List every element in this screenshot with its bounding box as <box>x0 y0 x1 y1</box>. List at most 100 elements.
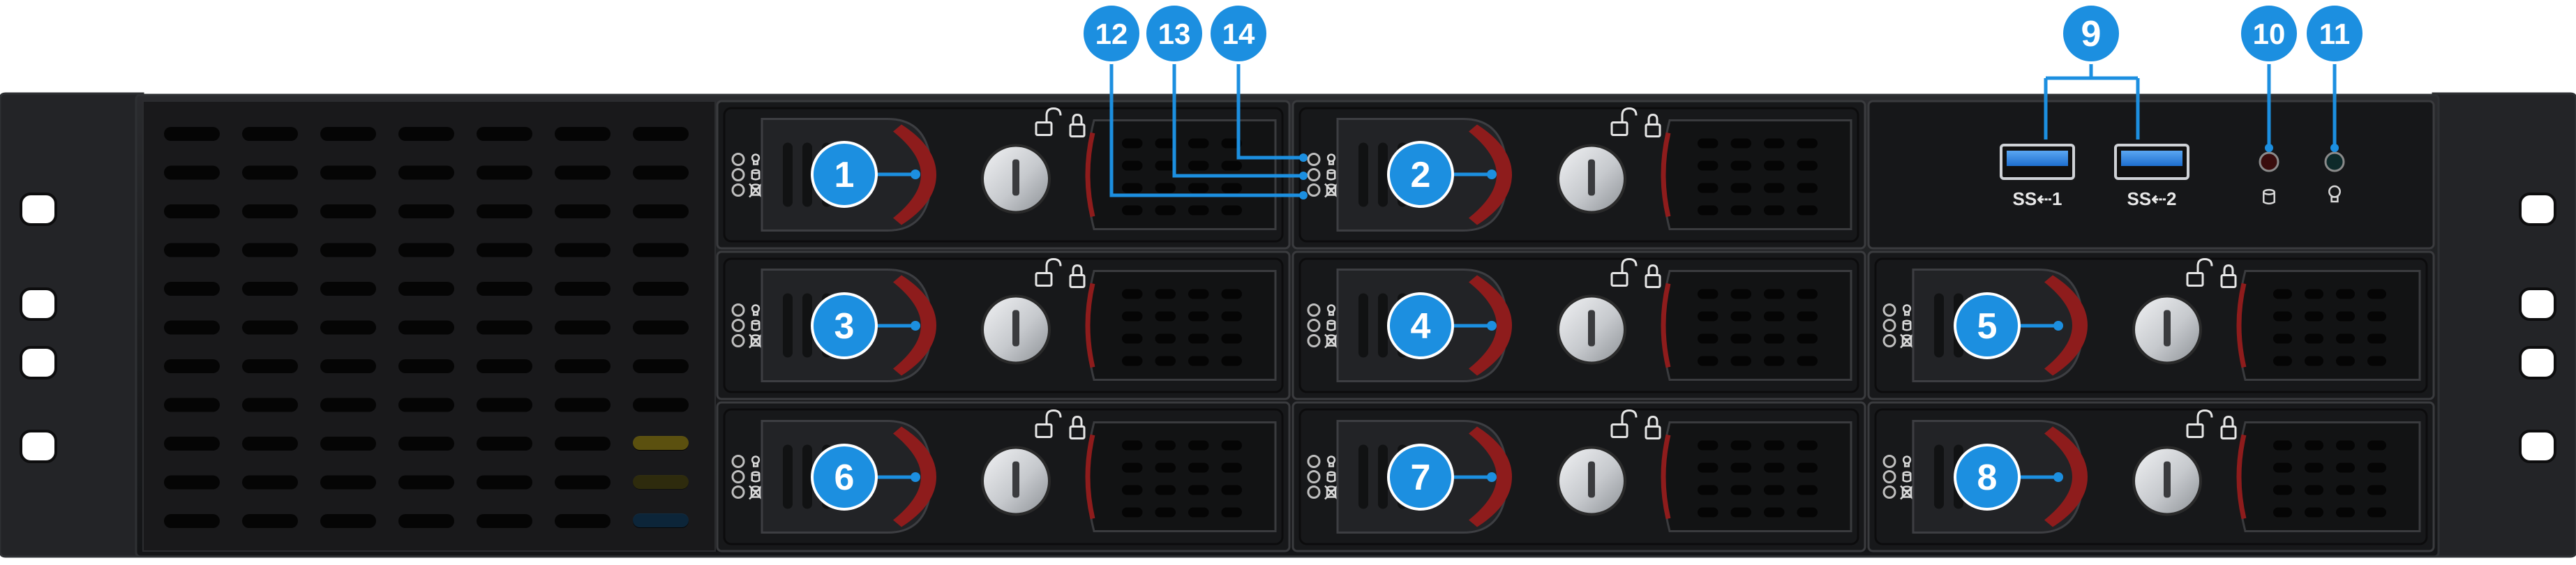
drive-bay-1 <box>716 100 1291 250</box>
led-indicator <box>1882 303 1896 317</box>
leader-line-14 <box>1236 63 1303 160</box>
vent-slot <box>555 127 611 141</box>
hdd-icon-body <box>1326 172 1336 181</box>
vent-slot <box>164 398 220 412</box>
grille-slot <box>1797 160 1818 171</box>
grille-slot <box>1764 462 1785 473</box>
callout-8: 8 <box>1954 444 2021 511</box>
grille-slot <box>2367 289 2386 299</box>
grille-slot <box>1221 356 1242 366</box>
led-indicator <box>731 485 745 499</box>
grille-slot <box>1698 440 1718 451</box>
fault-led-icon-cross <box>749 485 763 500</box>
vent-slot <box>398 437 454 451</box>
grille-slot <box>1797 183 1818 193</box>
drive-latch <box>893 124 936 225</box>
grille-slot <box>1155 356 1176 366</box>
lock-closed-shackle <box>1647 113 1658 125</box>
mounting-hole <box>2519 193 2556 226</box>
leader-line-12 <box>1109 63 1303 197</box>
vent-slot <box>477 282 532 296</box>
leader-dot-7 <box>1487 472 1497 482</box>
grille-slot <box>2336 289 2355 299</box>
mounting-hole <box>2519 346 2556 379</box>
callout-circle <box>1954 444 2021 511</box>
grille-slot <box>1155 507 1176 518</box>
bulb-icon-base <box>1903 311 1910 316</box>
grille-slot <box>1730 507 1751 518</box>
vent-slot <box>555 243 611 257</box>
led-indicator <box>731 303 745 317</box>
grille-slot <box>1188 485 1209 495</box>
handle-grip <box>1358 293 1368 358</box>
callout-circle <box>811 444 878 511</box>
bulb-icon-base <box>752 160 759 165</box>
grille-slot <box>1221 507 1242 518</box>
drive-bay-6 <box>716 401 1291 552</box>
grille-slot <box>1221 333 1242 344</box>
drive-bay-3 <box>716 250 1291 400</box>
lock-open-icon <box>2186 423 2204 438</box>
vent-slot <box>320 475 376 490</box>
power-status-led <box>2324 151 2345 172</box>
bulb-icon-base <box>1328 160 1335 165</box>
grille-slot <box>1122 138 1143 149</box>
grille-slot <box>1764 440 1785 451</box>
grille-slot <box>1155 311 1176 322</box>
callout-10: 10 <box>2238 3 2300 64</box>
grille-slot <box>1188 205 1209 216</box>
callout-number: 5 <box>1977 306 1998 347</box>
vent-slot <box>555 475 611 490</box>
drive-grille-accent <box>2236 434 2247 520</box>
handle-grip <box>802 293 812 358</box>
handle-grip <box>1358 142 1368 207</box>
grille-slot <box>2367 507 2386 518</box>
grille-slot <box>1188 183 1209 193</box>
grille-slot <box>1188 356 1209 366</box>
grille-slot <box>2305 507 2323 518</box>
callout-circle <box>2304 3 2365 64</box>
fault-led-icon-body <box>750 488 761 498</box>
handle-grip <box>1934 444 1944 509</box>
handle-grip <box>1358 444 1368 509</box>
vent-slot <box>633 359 689 373</box>
vent-slot <box>320 165 376 180</box>
grille-slot <box>1122 462 1143 473</box>
handle-grip <box>1378 444 1388 509</box>
vent-slot <box>633 127 689 141</box>
grille-slot <box>1122 183 1143 193</box>
vent-slot <box>398 359 454 373</box>
grille-slot <box>2305 485 2323 495</box>
callout-number: 1 <box>834 155 855 195</box>
grille-slot <box>1797 356 1818 366</box>
callout-circle <box>2060 3 2122 64</box>
drive-bay-8 <box>1867 401 2435 552</box>
callout-circle <box>1144 3 1205 64</box>
vent-slot <box>477 320 532 335</box>
vent-slot <box>242 320 298 335</box>
grille-slot <box>1221 160 1242 171</box>
grille-slot <box>1221 183 1242 193</box>
vent-slot <box>398 165 454 180</box>
mounting-hole <box>20 287 57 321</box>
lock-open-shackle <box>1045 257 1062 273</box>
handle-grip <box>783 142 793 207</box>
vent-slot <box>633 320 689 335</box>
grille-slot <box>1730 333 1751 344</box>
grille-slot <box>2273 485 2292 495</box>
grille-slot <box>1188 289 1209 299</box>
grille-slot <box>1155 333 1176 344</box>
callout-number: 12 <box>1095 17 1128 50</box>
vent-slot <box>164 514 220 528</box>
usb-port-label: SS⇠1 <box>2013 188 2062 209</box>
callout-number: 8 <box>1977 458 1998 498</box>
leader-dot <box>2330 144 2339 152</box>
grille-slot <box>1764 333 1785 344</box>
callout-number: 9 <box>2081 14 2102 54</box>
vent-slot <box>398 282 454 296</box>
lock-open-icon <box>2186 272 2204 287</box>
led-indicator <box>731 470 745 483</box>
lock-closed-shackle <box>1072 264 1083 276</box>
vent-slot <box>555 514 611 528</box>
grille-slot <box>1797 289 1818 299</box>
